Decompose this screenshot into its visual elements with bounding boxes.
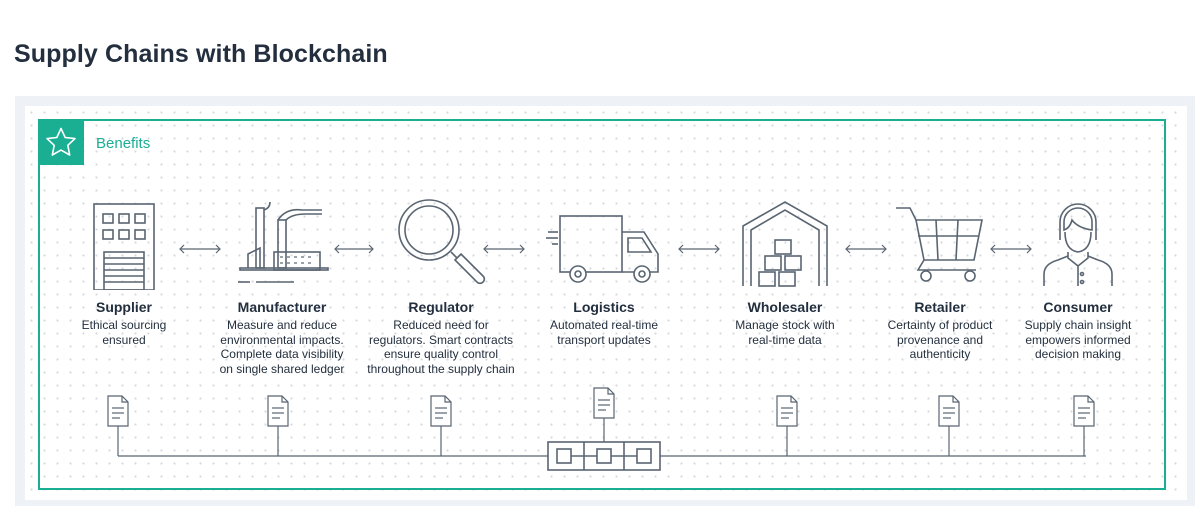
cart-icon (896, 207, 983, 282)
diagram-panel (15, 96, 1195, 506)
magnifier-icon (398, 199, 486, 285)
stage-name: Supplier (95, 299, 152, 315)
stage-name: Consumer (1043, 299, 1113, 315)
stage-name: Manufacturer (237, 299, 327, 315)
benefits-badge (38, 119, 84, 165)
stage-name: Logistics (573, 299, 635, 315)
factory-icon (238, 201, 329, 283)
dotted-background (25, 106, 1187, 500)
person-icon (1043, 203, 1113, 286)
truck-icon (546, 215, 659, 283)
page-title: Supply Chains with Blockchain (14, 40, 388, 68)
benefits-label: Benefits (96, 135, 151, 152)
stage-name: Wholesaler (747, 299, 823, 315)
warehouse-icon (742, 201, 828, 287)
building-icon (93, 203, 155, 290)
stage-name: Retailer (914, 299, 966, 315)
star-icon (46, 127, 76, 156)
benefits-frame (38, 119, 1166, 490)
stage-name: Regulator (408, 299, 474, 315)
